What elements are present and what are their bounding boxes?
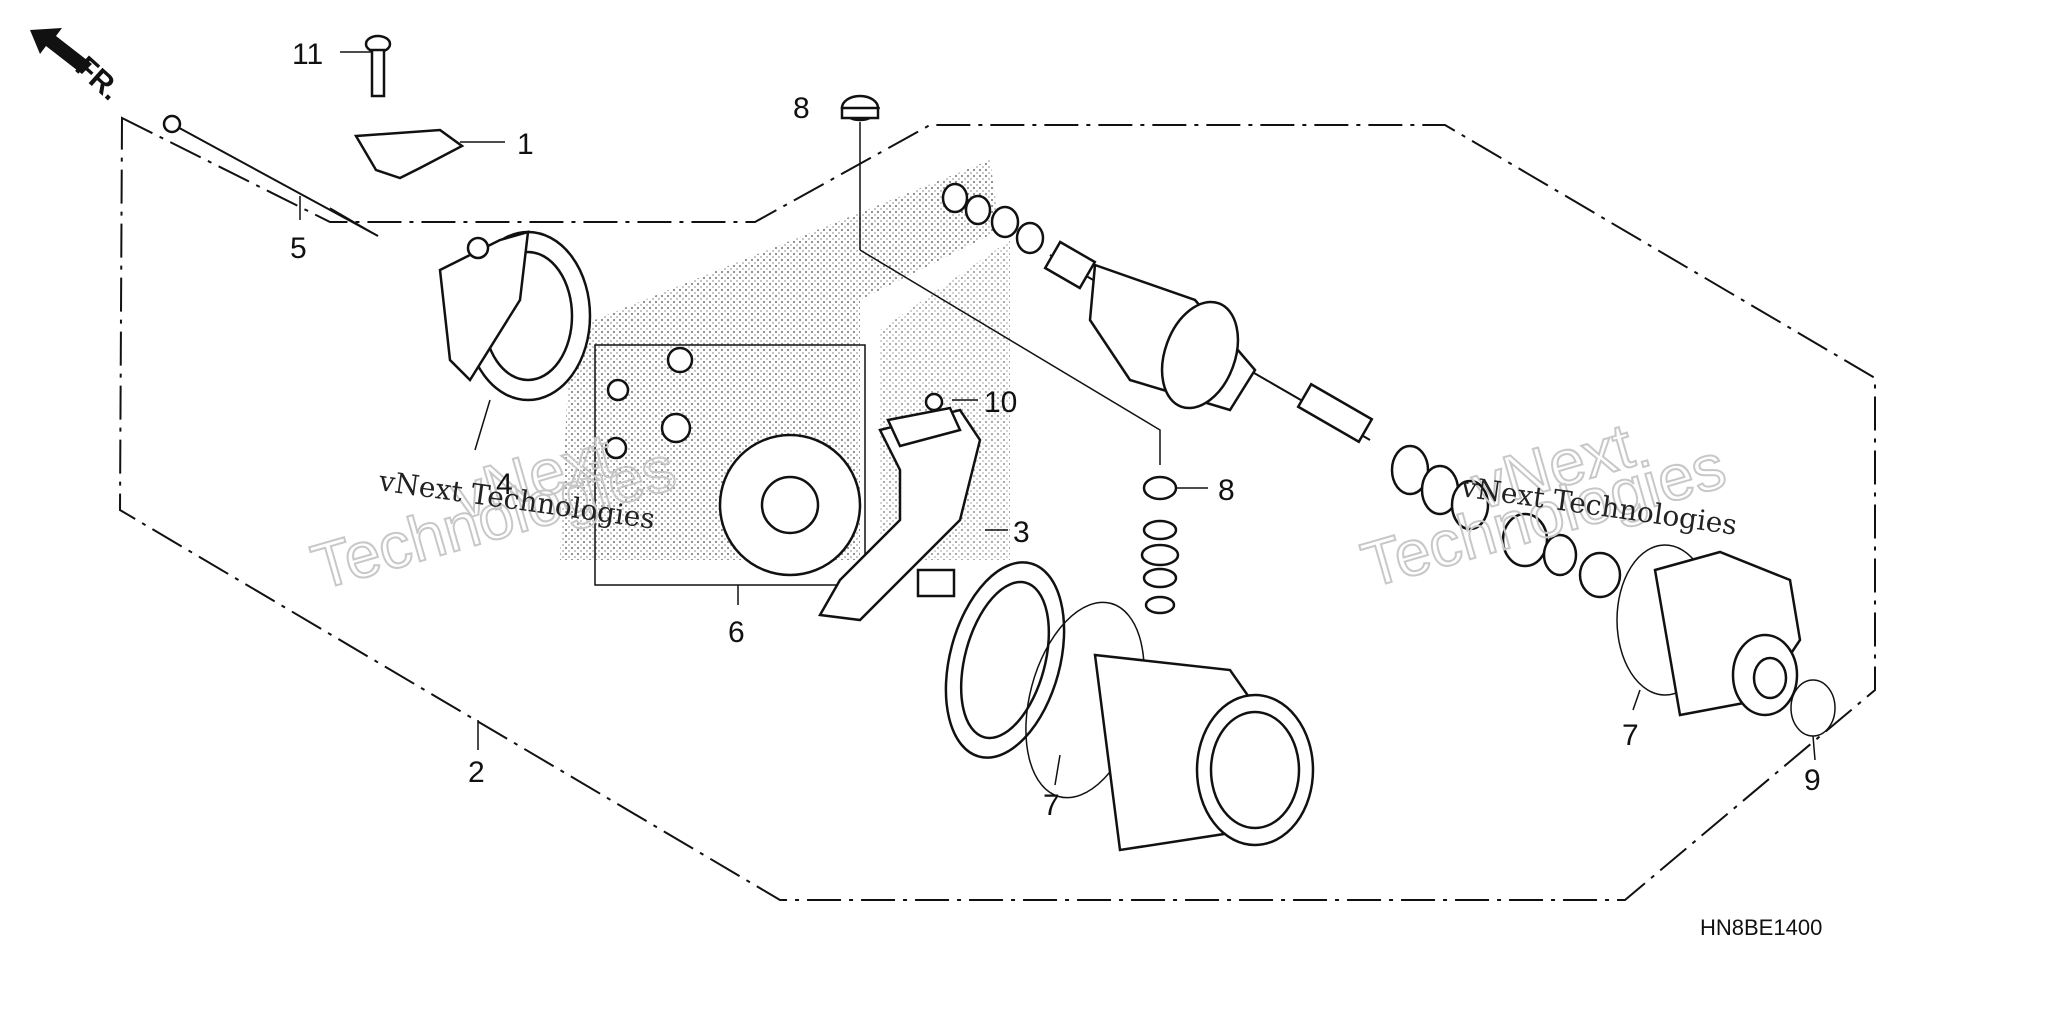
through-bolt <box>162 114 379 237</box>
armature <box>1043 240 1374 444</box>
callout-6: 6 <box>728 616 745 649</box>
brush-terminal <box>817 392 982 622</box>
assembly-outline <box>118 116 1876 901</box>
rear-washers <box>1390 444 1622 599</box>
brush-holder-box <box>594 344 866 586</box>
brush-plate-assembly <box>604 346 862 577</box>
leader-lines <box>299 51 1816 786</box>
callout-8-mid: 8 <box>1218 474 1235 507</box>
rear-cover <box>1616 544 1802 717</box>
callout-4: 4 <box>496 468 513 501</box>
guide-line <box>859 249 1161 465</box>
yoke-assembly <box>944 561 1315 852</box>
o-ring <box>1790 679 1836 737</box>
callout-7-right: 7 <box>1622 719 1639 752</box>
callout-5: 5 <box>290 232 307 265</box>
callout-9: 9 <box>1804 764 1821 797</box>
thrust-washers <box>941 182 1045 255</box>
callout-2: 2 <box>468 756 485 789</box>
callout-10: 10 <box>984 386 1017 419</box>
front-cover <box>438 230 592 402</box>
callout-7-left: 7 <box>1043 789 1060 822</box>
bracket-plate <box>353 128 465 180</box>
bolt-11 <box>364 34 392 98</box>
shading-area <box>560 160 1000 560</box>
front-direction-arrow: FR. <box>30 28 127 107</box>
callout-11: 11 <box>292 38 323 71</box>
diagram-code: HN8BE1400 <box>1700 915 1822 940</box>
callout-3: 3 <box>1013 516 1030 549</box>
callout-1: 1 <box>517 128 534 161</box>
terminal-washer-stack <box>1140 475 1180 615</box>
callout-8-top: 8 <box>793 92 810 125</box>
